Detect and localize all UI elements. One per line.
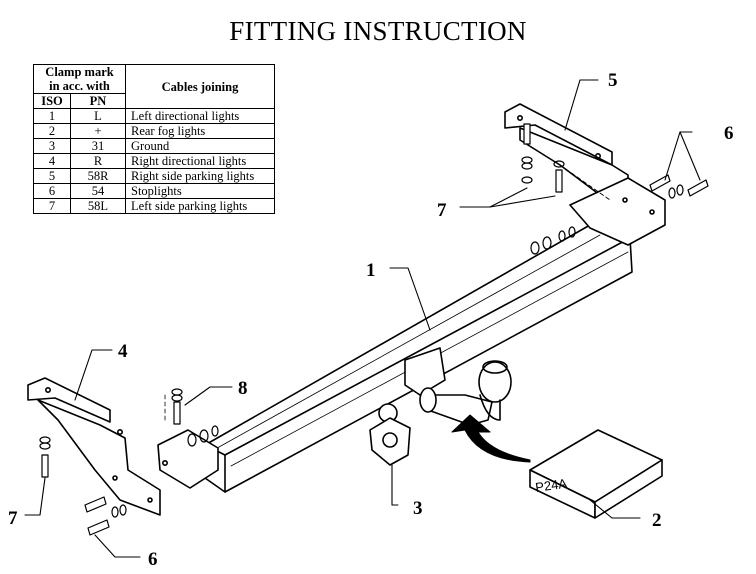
- clamp-mark-header-line2: in acc. with: [49, 79, 110, 93]
- pn-cell: 31: [70, 138, 126, 154]
- callout-3: 3: [413, 498, 423, 519]
- clamp-mark-header: Clamp mark in acc. with: [33, 64, 126, 94]
- cable-cell: Stoplights: [125, 183, 275, 199]
- table-row: 3 31 Ground: [33, 138, 275, 154]
- clamp-mark-header-line1: Clamp mark: [45, 65, 114, 79]
- page-title: FITTING INSTRUCTION: [229, 16, 527, 46]
- iso-cell: 7: [33, 198, 71, 214]
- cable-cell: Right directional lights: [125, 153, 275, 169]
- left-bracket: [27, 377, 219, 516]
- callout-8: 8: [238, 378, 248, 399]
- callout-4: 4: [118, 341, 128, 362]
- cable-cell: Left side parking lights: [125, 198, 275, 214]
- table-header-row: Clamp mark in acc. with Cables joining: [33, 64, 275, 109]
- bolts-left: [39, 388, 219, 536]
- table-row: 6 54 Stoplights: [33, 183, 275, 199]
- pn-cell: 54: [70, 183, 126, 199]
- table-row: 7 58L Left side parking lights: [33, 198, 275, 214]
- pn-header: PN: [70, 93, 126, 109]
- pn-cell: 58L: [70, 198, 126, 214]
- callout-2: 2: [652, 510, 662, 531]
- leader-lines: [24, 79, 701, 558]
- box-label: P24A: [534, 476, 568, 495]
- ball-mount: [369, 347, 512, 466]
- cables-joining-header: Cables joining: [125, 64, 275, 109]
- right-bracket: [504, 103, 666, 246]
- curved-arrow: [451, 414, 531, 463]
- callout-6-bottom: 6: [148, 549, 158, 570]
- cable-cell: Ground: [125, 138, 275, 154]
- callout-7-top: 7: [437, 200, 447, 221]
- callout-1: 1: [366, 260, 376, 281]
- callout-5: 5: [608, 70, 618, 91]
- callout-7-left: 7: [8, 508, 18, 529]
- wiring-kit-box: [529, 429, 663, 519]
- callout-6-top: 6: [724, 123, 734, 144]
- cable-cell: Right side parking lights: [125, 168, 275, 184]
- table-row: 4 R Right directional lights: [33, 153, 275, 169]
- clamp-mark-table: Clamp mark in acc. with Cables joining I…: [33, 64, 275, 214]
